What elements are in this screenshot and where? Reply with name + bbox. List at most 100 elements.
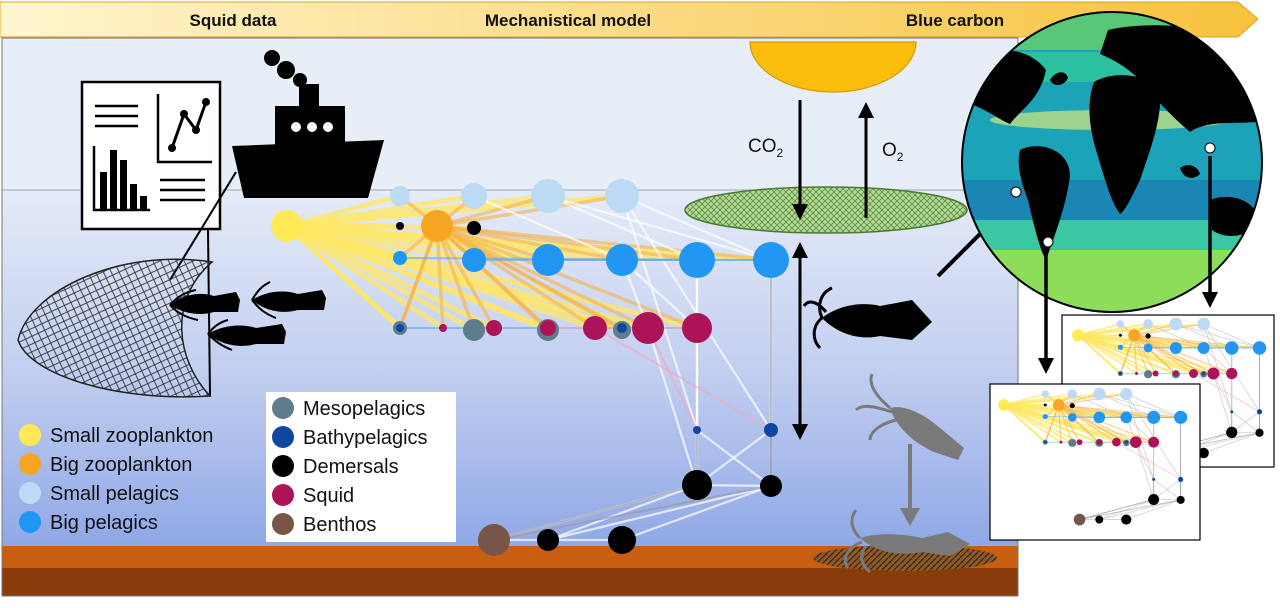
step-mechanistic-model: Mechanistical model — [485, 11, 651, 30]
web-node-bz — [421, 210, 453, 242]
web-node-sq — [632, 312, 664, 344]
inset-link — [1058, 404, 1081, 443]
inset-node-sz — [998, 399, 1010, 411]
inset-link — [1135, 442, 1155, 480]
inset-node-sq — [1129, 436, 1142, 449]
inset-link — [1126, 417, 1154, 443]
inset-node-me — [1144, 370, 1153, 379]
web-node-sq — [486, 320, 502, 336]
inset-link — [1133, 334, 1157, 374]
inset-node-ba — [1230, 410, 1234, 414]
web-link — [493, 484, 698, 541]
web-node-sp — [390, 186, 410, 206]
legend-right-box — [266, 392, 456, 542]
inset-link — [1058, 404, 1073, 444]
inset-node-be — [1073, 513, 1086, 526]
inset-link — [1058, 393, 1100, 406]
inset-link — [1213, 373, 1233, 412]
inset-node-ba — [1201, 371, 1206, 376]
web-link — [398, 225, 439, 329]
inset-link — [1058, 404, 1100, 443]
inset-link — [1058, 404, 1181, 418]
web-node-sq — [540, 320, 556, 336]
workflow-arrow: Squid data Mechanistical model Blue carb… — [0, 1, 1259, 38]
regional-web-front — [998, 387, 1188, 526]
inset-node-de — [1095, 515, 1104, 524]
co2-label: CO2 — [748, 136, 784, 160]
web-link — [436, 224, 772, 262]
data-chart-icon — [80, 80, 222, 231]
phytoplankton-patch — [684, 186, 968, 234]
web-link — [547, 484, 772, 542]
inset-node-sp — [1116, 320, 1125, 328]
web-node-de — [537, 529, 559, 551]
inset-link — [1133, 335, 1138, 374]
web-node-de — [396, 222, 404, 230]
inset-link — [1133, 334, 1204, 375]
web-link — [436, 194, 549, 228]
inset-link — [1058, 393, 1127, 406]
inset-link — [1175, 323, 1260, 349]
inset-link — [1003, 404, 1046, 443]
inset-link — [1126, 393, 1181, 418]
web-link — [621, 484, 772, 542]
inset-link — [1125, 393, 1155, 480]
inset-node-sz — [1072, 329, 1084, 342]
seafloor-bottom — [2, 568, 1018, 596]
web-node-bp — [393, 251, 407, 265]
inset-node-bp — [1147, 410, 1161, 424]
inset-link — [1099, 499, 1181, 520]
inset-link — [1193, 373, 1260, 413]
inset-node-bp — [1067, 412, 1077, 422]
web-node-sz — [271, 210, 303, 242]
web-link — [436, 194, 623, 228]
legend-label: Demersals — [303, 456, 399, 478]
inset-link — [1133, 334, 1177, 374]
inset-link — [1044, 404, 1060, 443]
legend-swatch — [19, 424, 41, 446]
legend-swatch — [272, 426, 294, 448]
o2-label: O2 — [882, 140, 904, 164]
inset-node-de — [1176, 495, 1185, 504]
inset-node-sq — [1148, 436, 1160, 448]
inset-node-ba — [1124, 440, 1129, 445]
inset-link — [1058, 404, 1117, 443]
inset-node-de — [1148, 494, 1160, 505]
legend-swatch — [272, 513, 294, 535]
inset-link — [1134, 334, 1232, 375]
step-squid-data: Squid data — [190, 11, 277, 30]
inset-node-sp — [1120, 387, 1133, 401]
legend-label: Benthos — [303, 514, 376, 536]
legend-swatch — [272, 455, 294, 477]
web-node-me — [463, 319, 485, 341]
web-link — [594, 327, 772, 431]
web-link — [435, 224, 550, 330]
inset-node-bz — [1128, 329, 1141, 342]
inset-node-sq — [1096, 439, 1103, 446]
inset-node-de — [1043, 403, 1047, 407]
region-arrows — [1038, 156, 1218, 374]
legend-right: MesopelagicsBathypelagicsDemersalsSquidB… — [272, 397, 428, 536]
inset-link — [1072, 393, 1127, 418]
web-node-sp — [461, 183, 487, 209]
inset-link — [1134, 334, 1260, 349]
ship-icon — [232, 50, 384, 198]
inset-node-de — [1069, 403, 1075, 409]
scene-border — [1, 37, 1019, 597]
sun-icon — [749, 41, 917, 93]
inset-node-ba — [1043, 440, 1047, 444]
inset-link — [1119, 335, 1135, 374]
web-link — [646, 327, 699, 486]
inset-link — [1203, 347, 1233, 374]
inset-link — [1203, 323, 1260, 349]
web-link — [547, 483, 698, 542]
inset-node-sp — [1143, 319, 1153, 329]
inset-node-sq — [1135, 372, 1138, 375]
web-node-bp — [753, 242, 789, 278]
inset-link — [1203, 323, 1233, 412]
web-node-ba — [764, 423, 778, 437]
web-node-be — [478, 524, 510, 556]
inset-link — [1133, 334, 1194, 375]
